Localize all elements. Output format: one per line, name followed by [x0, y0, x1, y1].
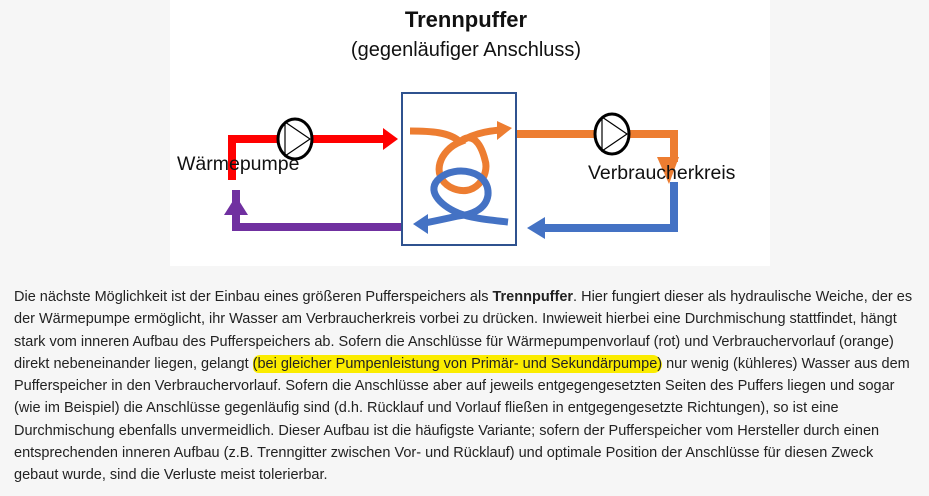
- secondary-pump-icon: [593, 112, 631, 156]
- text-line: der Wärmepumpe ermöglicht, ihr Wasser am…: [14, 311, 897, 328]
- heatpump-supply-arrow: [228, 128, 398, 180]
- primary-pump-icon: [276, 117, 314, 161]
- body-paragraph: Die nächste Möglichkeit ist der Einbau e…: [14, 286, 912, 487]
- text-line: Durchmischung ebenfalls unvermeidlich. D…: [14, 422, 880, 439]
- text-line: Die nächste Möglichkeit ist der Einbau e…: [14, 286, 912, 308]
- text-segment: . Hier fungiert dieser als hydraulische …: [573, 289, 913, 305]
- diagram-title: Trennpuffer: [405, 7, 528, 32]
- consumer-return-arrow: [527, 182, 678, 239]
- text-line: stark vom inneren Aufbau des Pufferspeic…: [14, 333, 894, 350]
- diagram-subtitle: (gegenläufiger Anschluss): [351, 39, 581, 61]
- highlighted-text: (bei gleicher Pumpenleistung von Primär-…: [252, 354, 663, 373]
- text-segment: Die nächste Möglichkeit ist der Einbau e…: [14, 289, 493, 305]
- consumer-supply-arrow: [517, 130, 679, 184]
- text-line: (wie im Beispiel) die Anschlüsse gegenlä…: [14, 400, 839, 417]
- text-line: Pufferspeicher in den Verbrauchervorlauf…: [14, 378, 895, 395]
- buffer-mixing-flow-icon: [409, 121, 512, 234]
- text-line: entsprechenden inneren Aufbau (z.B. Tren…: [14, 445, 874, 462]
- bold-term: Trennpuffer: [492, 289, 574, 305]
- text-segment: direkt nebeneinander liegen, gelangt: [14, 355, 253, 372]
- trennpuffer-diagram: Trennpuffer (gegenläufiger Anschluss): [170, 0, 770, 266]
- text-line: direkt nebeneinander liegen, gelangt (be…: [14, 353, 912, 375]
- label-verbraucherkreis: Verbraucherkreis: [588, 162, 736, 184]
- text-line: gebaut wurde, sind die Verluste meist to…: [14, 467, 328, 484]
- label-waermepumpe: Wärmepumpe: [177, 153, 299, 175]
- text-segment: nur wenig (kühleres) Wasser aus dem: [662, 355, 910, 372]
- buffer-tank: [401, 92, 517, 246]
- heatpump-return-arrow: [224, 190, 402, 231]
